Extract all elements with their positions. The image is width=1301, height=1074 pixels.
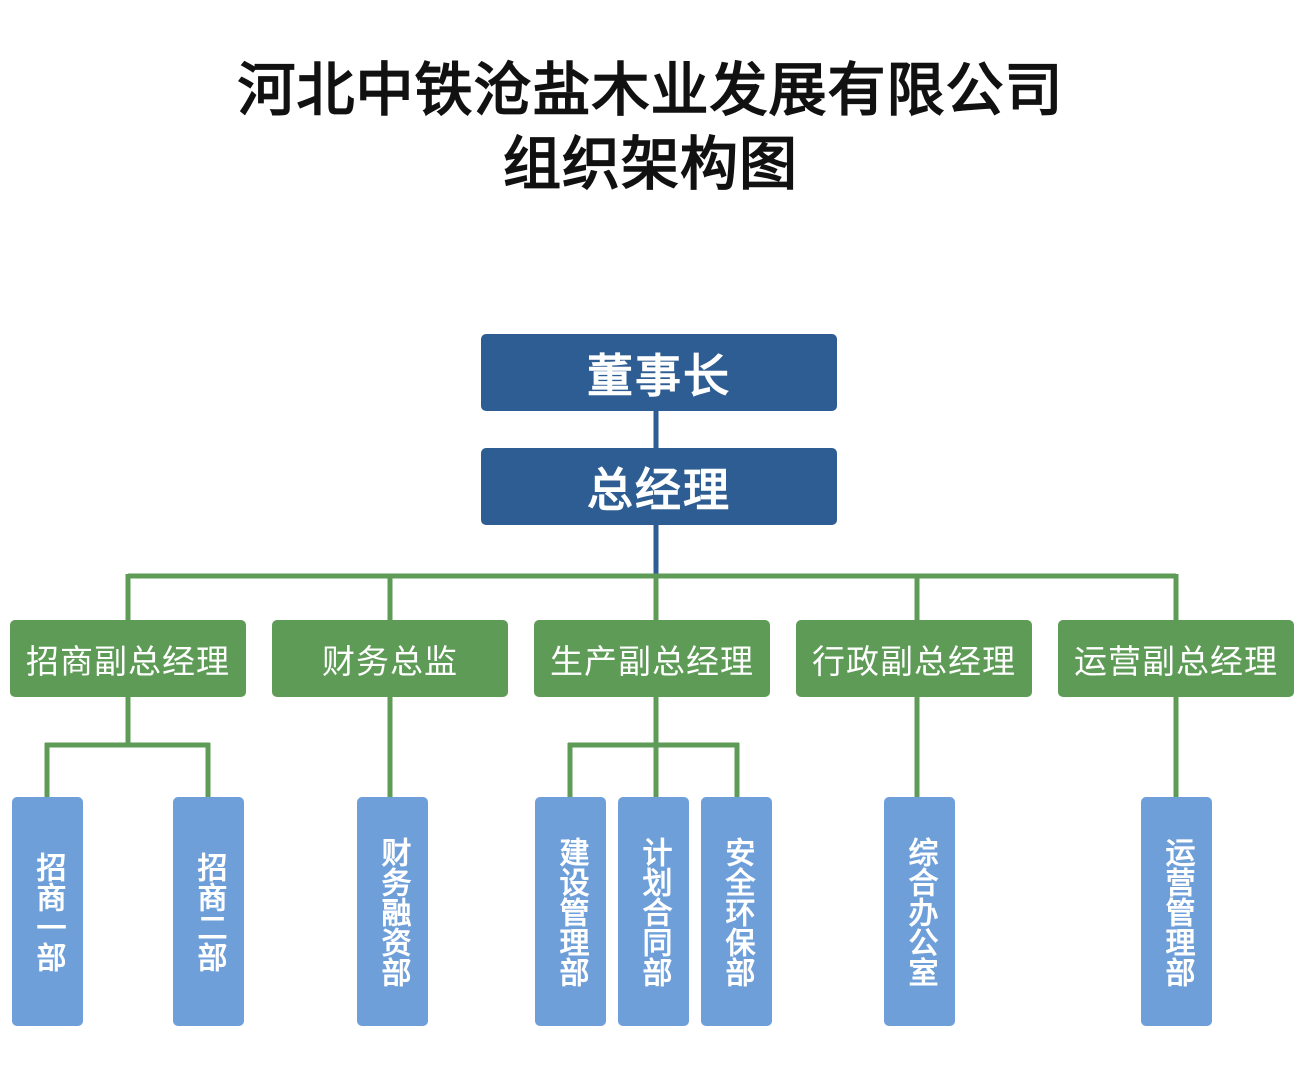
- node-dept-general-office: 综合办公室: [884, 797, 955, 1026]
- node-manager-investment: 招商副总经理: [10, 620, 246, 697]
- node-dept-safety-environment: 安全环保部: [701, 797, 772, 1026]
- node-manager-finance: 财务总监: [272, 620, 508, 697]
- node-chairman: 董事长: [481, 334, 837, 411]
- node-dept-planning-contract: 计划合同部: [618, 797, 689, 1026]
- chart-title-line1: 河北中铁沧盐木业发展有限公司: [237, 56, 1064, 124]
- node-manager-operations: 运营副总经理: [1058, 620, 1294, 697]
- node-general-manager: 总经理: [481, 448, 837, 525]
- node-manager-administration: 行政副总经理: [796, 620, 1032, 697]
- node-dept-investment-1: 招商一部: [12, 797, 83, 1026]
- node-dept-investment-2: 招商二部: [173, 797, 244, 1026]
- chart-title-line2: 组织架构图: [502, 130, 798, 198]
- node-dept-finance-financing: 财务融资部: [357, 797, 428, 1026]
- node-dept-operations-management: 运营管理部: [1141, 797, 1212, 1026]
- node-manager-production: 生产副总经理: [534, 620, 770, 697]
- node-dept-construction: 建设管理部: [535, 797, 606, 1026]
